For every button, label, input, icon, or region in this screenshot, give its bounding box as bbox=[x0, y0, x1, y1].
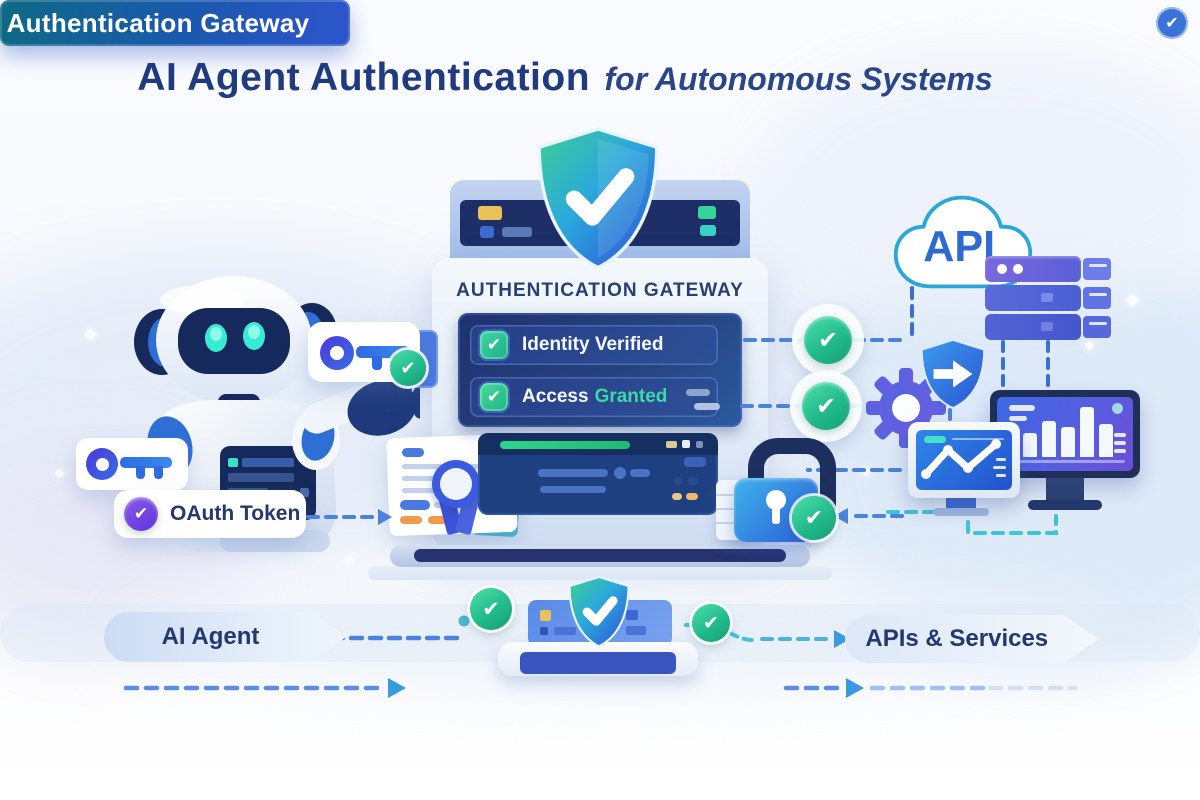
status-row-identity[interactable]: ✔ Identity Verified bbox=[470, 325, 718, 365]
granted-label: Granted bbox=[594, 386, 668, 407]
page-title-sub: for Autonomous Systems bbox=[604, 61, 993, 97]
key-stem bbox=[120, 457, 172, 468]
check-glyph: ✔ bbox=[400, 357, 416, 378]
lock-keyhole bbox=[766, 490, 786, 510]
check-glyph: ✔ bbox=[482, 597, 500, 621]
check-glyph: ✔ bbox=[1165, 15, 1179, 32]
token-keycard-right[interactable]: ✔ bbox=[308, 322, 438, 388]
laptop-base-bar bbox=[414, 549, 786, 562]
check-badge-icon: ✔ bbox=[470, 588, 512, 630]
key-tooth bbox=[136, 466, 145, 479]
monitor-line-chart-icon bbox=[908, 422, 1020, 498]
progress-bar bbox=[500, 441, 630, 449]
apis-services-label: APIs & Services bbox=[865, 625, 1049, 652]
shield-check-icon-small bbox=[568, 575, 630, 648]
check-badge-icon: ✔ bbox=[802, 382, 850, 430]
token-keycard-left[interactable] bbox=[76, 438, 188, 490]
gateway-banner-label: Authentication Gateway bbox=[6, 7, 310, 38]
key-tooth bbox=[372, 356, 382, 370]
monitor-big-stand bbox=[1046, 478, 1084, 502]
laptop-base-lower bbox=[368, 566, 832, 580]
gateway-terminal bbox=[478, 433, 718, 515]
check-glyph: ✔ bbox=[817, 326, 839, 354]
page-title-main: AI Agent Authentication bbox=[137, 56, 591, 99]
oauth-token-label: OAuth Token bbox=[170, 502, 301, 525]
ai-agent-label: AI Agent bbox=[161, 623, 260, 650]
monitor-bar-chart-icon bbox=[990, 390, 1140, 478]
lock-icon: ✔ bbox=[700, 438, 850, 558]
mini-gateway-screen bbox=[520, 652, 676, 674]
key-tooth bbox=[154, 466, 163, 479]
server-stack-icon bbox=[985, 256, 1111, 342]
shield-arrow-icon bbox=[920, 338, 986, 410]
check-badge-icon: ✔ bbox=[390, 350, 426, 386]
authentication-gateway-button[interactable]: Authentication Gateway ✔ bbox=[0, 0, 1188, 46]
check-glyph: ✔ bbox=[804, 505, 824, 530]
check-badge-icon: ✔ bbox=[804, 316, 852, 364]
banner-check-icon: ✔ bbox=[1156, 7, 1188, 39]
flow-node-apis-services[interactable]: APIs & Services bbox=[845, 615, 1099, 663]
monitor-small-stand bbox=[946, 496, 976, 509]
page-title: AI Agent Authentication for Autonomous S… bbox=[0, 56, 1130, 100]
status-dash bbox=[694, 403, 720, 410]
check-glyph: ✔ bbox=[486, 387, 502, 406]
api-label: API bbox=[923, 223, 995, 271]
monitor-small-base bbox=[933, 508, 989, 516]
flow-node-ai-agent[interactable]: AI Agent bbox=[104, 612, 346, 662]
check-glyph: ✔ bbox=[703, 612, 719, 634]
check-glyph: ✔ bbox=[486, 335, 502, 354]
monitor-big-base bbox=[1028, 500, 1102, 510]
identity-verified-label: Identity Verified bbox=[522, 334, 664, 355]
check-badge-icon: ✔ bbox=[692, 604, 730, 642]
certificate-icon bbox=[386, 433, 528, 544]
check-glyph: ✔ bbox=[133, 504, 149, 523]
oauth-check-icon: ✔ bbox=[124, 497, 158, 531]
key-icon bbox=[320, 336, 354, 370]
lock-check-icon: ✔ bbox=[792, 496, 836, 540]
access-prefix: Access bbox=[522, 386, 589, 407]
access-check-icon: ✔ bbox=[480, 383, 508, 411]
shield-check-icon bbox=[537, 127, 659, 270]
oauth-token-pill[interactable]: ✔ OAuth Token bbox=[114, 490, 306, 538]
key-icon bbox=[86, 448, 118, 480]
check-glyph: ✔ bbox=[815, 392, 837, 420]
status-dash bbox=[686, 389, 710, 396]
gateway-heading: AUTHENTICATION GATEWAY bbox=[456, 280, 744, 301]
identity-check-icon: ✔ bbox=[480, 331, 508, 359]
